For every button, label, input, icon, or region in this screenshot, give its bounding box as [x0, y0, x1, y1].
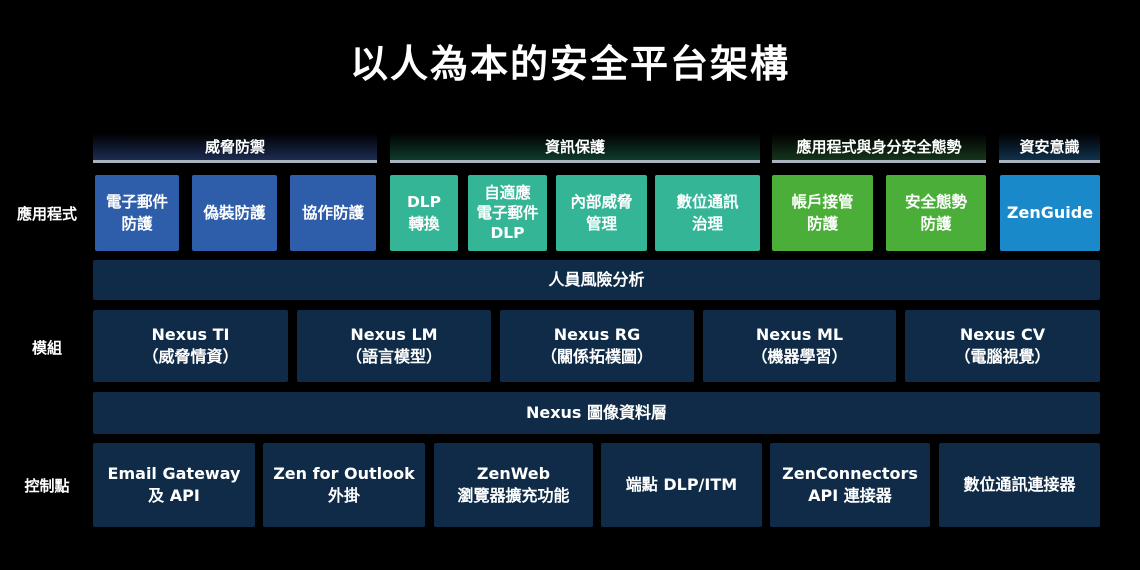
model-nexus-lm: Nexus LM （語言模型）: [297, 310, 491, 382]
category-identity-posture: 應用程式與身分安全態勢: [772, 133, 986, 163]
control-email-gateway: Email Gateway 及 API: [93, 443, 255, 527]
app-email-protection: 電子郵件 防護: [95, 175, 179, 251]
app-adaptive-email-dlp: 自適應 電子郵件 DLP: [468, 175, 547, 251]
category-information-protection: 資訊保護: [390, 133, 760, 163]
app-zenguide: ZenGuide: [1000, 175, 1100, 251]
app-dlp-transformation: DLP 轉換: [390, 175, 458, 251]
app-digital-communications-governance: 數位通訊 治理: [655, 175, 760, 251]
category-threat-protection: 威脅防禦: [93, 133, 377, 163]
nexus-graph-data-layer: Nexus 圖像資料層: [93, 392, 1100, 434]
model-nexus-ti: Nexus TI （威脅情資）: [93, 310, 288, 382]
app-impostor-protection: 偽裝防護: [192, 175, 277, 251]
page-title: 以人為本的安全平台架構: [349, 41, 790, 86]
app-collaboration-protection: 協作防護: [290, 175, 376, 251]
app-posture-protection: 安全態勢 防護: [886, 175, 986, 251]
app-insider-threat-management: 內部威脅 管理: [556, 175, 647, 251]
model-nexus-ml: Nexus ML （機器學習）: [703, 310, 896, 382]
row-label-apps: 應用程式: [16, 204, 77, 223]
control-zen-for-outlook: Zen for Outlook 外掛: [263, 443, 425, 527]
control-endpoint-dlp-itm: 端點 DLP/ITM: [601, 443, 762, 527]
app-account-takeover-protection: 帳戶接管 防護: [772, 175, 873, 251]
model-nexus-cv: Nexus CV （電腦視覺）: [905, 310, 1100, 382]
control-zenweb: ZenWeb 瀏覽器擴充功能: [434, 443, 593, 527]
human-risk-analytics-layer: 人員風險分析: [93, 260, 1100, 300]
control-zenconnectors: ZenConnectors API 連接器: [770, 443, 930, 527]
control-digital-comms-connectors: 數位通訊連接器: [939, 443, 1100, 527]
row-label-models: 模組: [31, 338, 62, 357]
row-label-controls: 控制點: [24, 476, 70, 495]
category-security-awareness: 資安意識: [999, 133, 1100, 163]
model-nexus-rg: Nexus RG （關係拓樸圖）: [500, 310, 694, 382]
